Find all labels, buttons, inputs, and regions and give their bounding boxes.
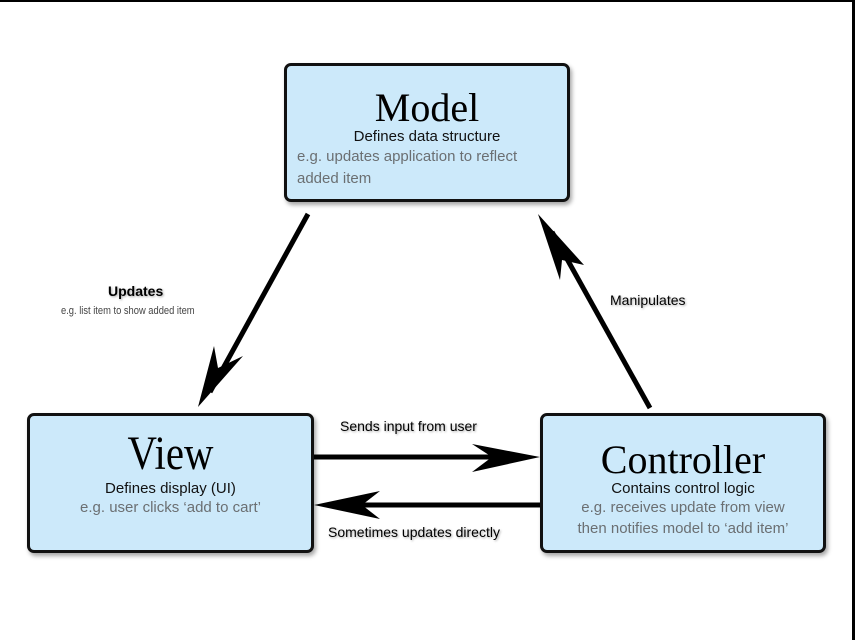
edge-label-sends-input: Sends input from user bbox=[340, 418, 477, 434]
model-example-line1: e.g. updates application to reflect bbox=[297, 148, 518, 165]
view-box: View Defines display (UI) e.g. user clic… bbox=[27, 413, 314, 553]
model-title: Model bbox=[374, 85, 480, 130]
controller-title: Controller bbox=[600, 437, 766, 482]
edge-sublabel-updates: e.g. list item to show added item bbox=[61, 305, 195, 317]
controller-description: Contains control logic bbox=[611, 480, 755, 497]
frame-border-right bbox=[852, 0, 855, 640]
arrow-model-to-view bbox=[198, 212, 311, 407]
controller-example-line1: e.g. receives update from view bbox=[581, 499, 785, 516]
model-example-line2: added item bbox=[297, 170, 372, 187]
controller-box: Controller Contains control logic e.g. r… bbox=[540, 413, 826, 553]
model-box: Model Defines data structure e.g. update… bbox=[284, 63, 570, 202]
arrow-controller-to-view bbox=[314, 491, 540, 519]
edge-label-sometimes-updates: Sometimes updates directly bbox=[328, 524, 500, 540]
edge-label-updates: Updates bbox=[108, 283, 164, 299]
arrow-view-to-controller bbox=[314, 444, 540, 472]
model-description: Defines data structure bbox=[353, 128, 501, 145]
edge-label-manipulates: Manipulates bbox=[610, 292, 686, 308]
controller-example-line2: then notifies model to ‘add item’ bbox=[577, 520, 789, 537]
view-example: e.g. user clicks ‘add to cart’ bbox=[80, 499, 261, 516]
arrow-controller-to-model bbox=[538, 214, 653, 410]
frame-border-top bbox=[0, 0, 855, 2]
view-description: Defines display (UI) bbox=[105, 480, 236, 497]
view-title: View bbox=[127, 427, 214, 480]
